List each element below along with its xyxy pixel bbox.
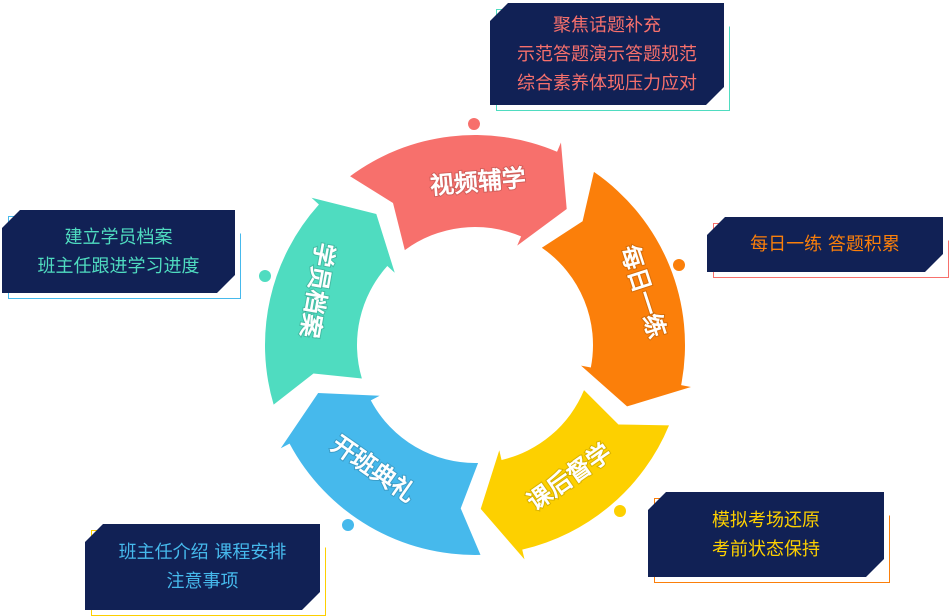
- box-line: 班主任跟进学习进度: [37, 255, 200, 277]
- box-line: 模拟考场还原: [712, 509, 820, 531]
- connector-dot: [673, 259, 685, 271]
- box-daily-practice: 每日一练 答题积累: [707, 217, 943, 272]
- segment-student-records: [265, 197, 395, 405]
- box-after-class: 模拟考场还原 考前状态保持: [648, 492, 884, 577]
- connector-dot: [468, 118, 480, 130]
- segment-video-tutoring: [350, 135, 567, 251]
- connector-dot: [342, 519, 354, 531]
- connector-dot: [259, 270, 271, 282]
- connector-dot: [614, 505, 626, 517]
- box-line: 每日一练 答题积累: [750, 234, 900, 255]
- box-line: 建立学员档案: [64, 226, 173, 248]
- box-line: 班主任介绍 课程安排: [118, 542, 287, 563]
- box-line: 考前状态保持: [712, 538, 820, 560]
- box-line: 注意事项: [166, 571, 239, 592]
- box-line: 示范答题演示答题规范: [517, 43, 697, 65]
- segment-after-class: [480, 390, 670, 560]
- box-student-records: 建立学员档案 班主任跟进学习进度: [2, 210, 235, 293]
- box-opening-ceremony: 班主任介绍 课程安排 注意事项: [85, 524, 320, 610]
- box-line: 聚焦话题补充: [553, 14, 661, 36]
- box-video-tutoring: 聚焦话题补充 示范答题演示答题规范 综合素养体现压力应对: [490, 3, 724, 105]
- box-line: 综合素养体现压力应对: [517, 72, 697, 94]
- segment-opening-ceremony: [280, 392, 481, 555]
- segment-daily-practice: [541, 171, 691, 407]
